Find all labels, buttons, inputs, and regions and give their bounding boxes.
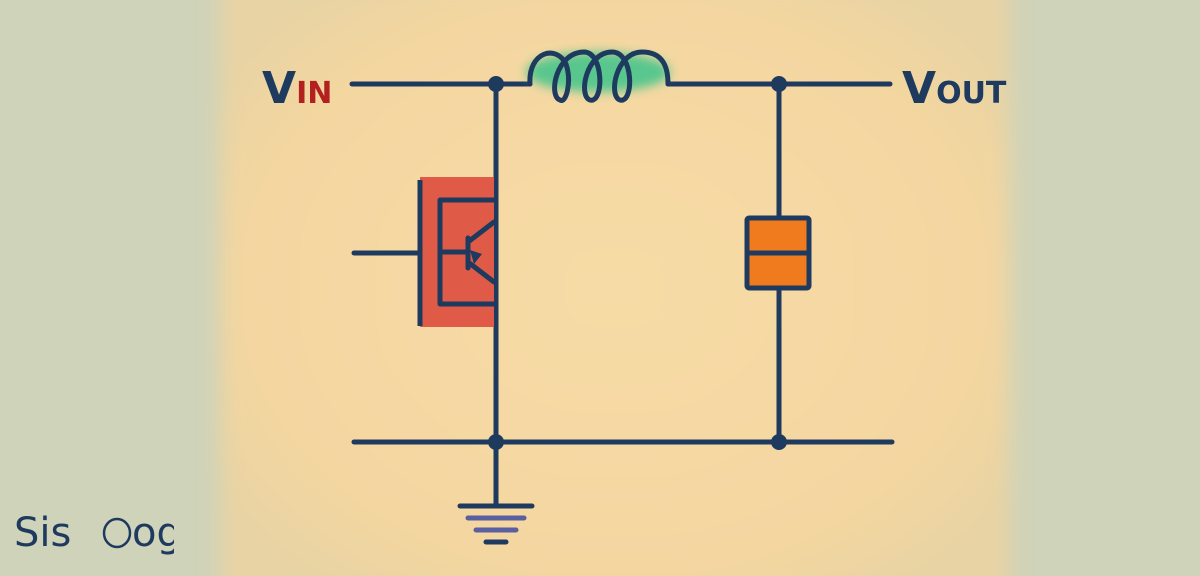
vin-label: VIN (262, 63, 332, 114)
capacitor (744, 215, 812, 291)
vout-label-sub: OUT (936, 76, 1007, 111)
switch-transistor (417, 177, 497, 327)
ground-icon (457, 503, 535, 545)
logo-text-left: Sis (14, 510, 71, 556)
source-diagonal (465, 259, 497, 285)
sisoog-logo: Sis og (14, 510, 174, 556)
vin-label-sub: IN (296, 76, 332, 111)
vin-label-main: V (262, 63, 296, 114)
vout-label-main: V (902, 63, 936, 114)
junction-top-left (488, 76, 504, 92)
emitter-arrow-icon (470, 250, 482, 264)
junction-bottom-left (488, 434, 504, 450)
inductor-coil (527, 49, 671, 103)
junction-top-right (771, 76, 787, 92)
junctions (488, 76, 787, 450)
logo-text-right: og (132, 510, 174, 556)
vout-label: VOUT (902, 63, 1007, 114)
logo-ring-icon (102, 517, 132, 549)
junction-bottom-right (771, 434, 787, 450)
inductor (526, 49, 671, 103)
drain-diagonal (465, 219, 497, 245)
